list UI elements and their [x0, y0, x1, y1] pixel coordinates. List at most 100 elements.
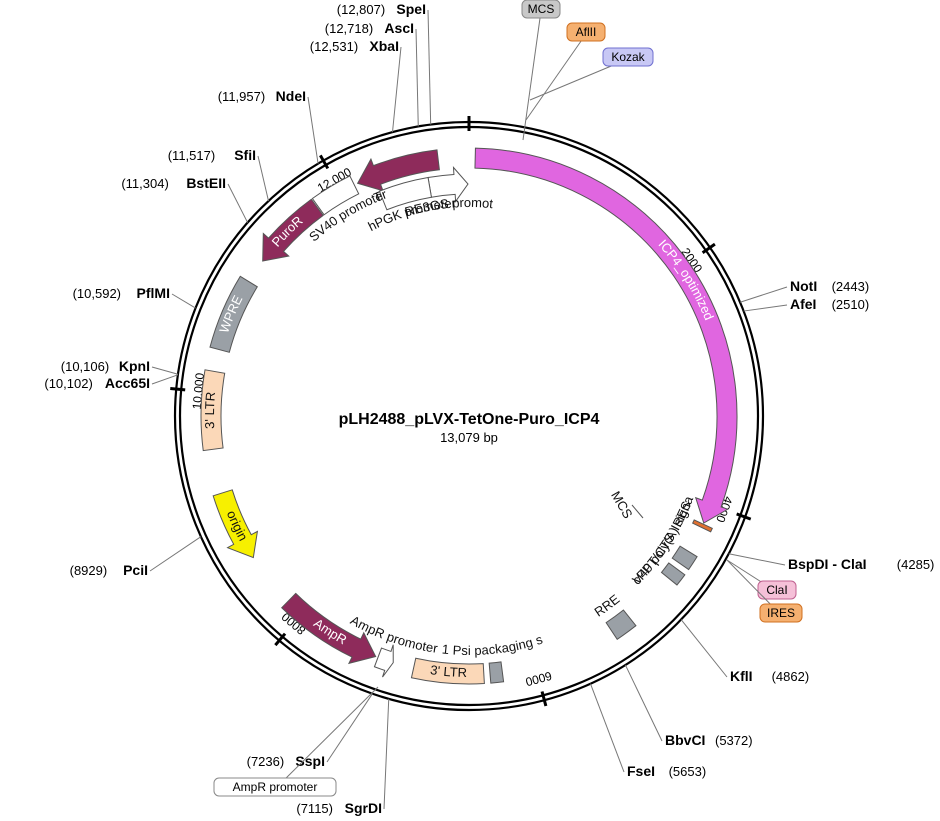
- site-name: NdeI: [276, 88, 306, 104]
- site-leader: [743, 304, 788, 312]
- site-position: (11,957): [218, 89, 265, 104]
- site-position: (12,718): [325, 21, 373, 36]
- bubble-box: [566, 22, 606, 42]
- site-leader: [151, 374, 179, 385]
- tick-mark: [319, 154, 330, 170]
- site-position: (10,102): [44, 376, 92, 391]
- feature-label-psi: HIV-1 Psi packaging signal: [0, 0, 545, 658]
- bubble-text: ClaI: [766, 583, 787, 597]
- map-center-title: pLH2488_pLVX-TetOne-Puro_ICP4 13,079 bp: [339, 411, 600, 445]
- site-name: AscI: [384, 20, 414, 36]
- site-name: KflI: [730, 668, 753, 684]
- site-position: (12,807): [337, 2, 385, 17]
- site-sfii: SfiI(11,517): [168, 147, 256, 163]
- tick-mark: [736, 512, 752, 521]
- site-pflmi: PflMI (10,592): [73, 285, 170, 301]
- site-name: BstEII: [186, 175, 226, 191]
- site-position: (8929): [70, 563, 108, 578]
- site-xbai: XbaI (12,531): [310, 38, 399, 54]
- site-bsteii: BstEII (11,304): [121, 175, 226, 191]
- site-position: (5372): [715, 733, 753, 748]
- feature-label-ltr3b: 3' LTR: [429, 663, 467, 681]
- site-leader: [739, 286, 788, 303]
- feature-label-ltr3a: 3' LTR: [202, 391, 218, 429]
- feature-label-text-psi: HIV-1 Psi packaging signal: [0, 0, 545, 658]
- inner-mcs-leader: [631, 504, 644, 519]
- feature-label-text-ires: IRES: [668, 499, 695, 533]
- site-bspdi-clai: BspDI - ClaI (4285): [788, 556, 934, 572]
- bubble-ires: IRES: [726, 559, 803, 623]
- site-leader: [391, 46, 402, 133]
- bubble-text: IRES: [767, 606, 795, 620]
- tick-mark: [701, 242, 716, 254]
- plasmid-size: 13,079 bp: [440, 430, 498, 445]
- plasmid-name: pLH2488_pLVX-TetOne-Puro_ICP4: [339, 411, 600, 428]
- site-name: XbaI: [369, 38, 399, 54]
- bubble-text: MCS: [528, 2, 555, 16]
- site-name: NotI: [790, 278, 817, 294]
- bubble-text: Kozak: [611, 50, 645, 64]
- site-position: (4285): [897, 557, 935, 572]
- feature-psi: [488, 661, 505, 684]
- feature-wpre: [209, 275, 259, 353]
- site-name: PflMI: [137, 285, 170, 301]
- bubble-clai: ClaI: [726, 559, 797, 600]
- feature-tetone: [356, 149, 440, 192]
- site-name: BspDI - ClaI: [788, 556, 867, 572]
- bubble-box: [757, 580, 797, 600]
- site-name: SpeI: [396, 1, 426, 17]
- feature-hpgk: [378, 176, 433, 211]
- site-sgrdi: SgrDI (7115): [296, 800, 382, 816]
- feature-ampr: [281, 592, 377, 665]
- bubble-box: [759, 603, 803, 623]
- site-leader: [227, 183, 249, 223]
- site-afei: AfeI(2510): [790, 296, 869, 312]
- bubble-kozak: Kozak: [529, 47, 654, 101]
- site-leader: [624, 664, 663, 742]
- feature-amprp: [373, 644, 394, 678]
- feature-ltr3b: [410, 657, 485, 685]
- site-leader: [427, 9, 432, 125]
- site-name: BbvCI: [665, 732, 705, 748]
- site-position: (12,531): [310, 39, 358, 54]
- site-name: PciI: [123, 562, 148, 578]
- feature-sv40pa: [671, 545, 698, 571]
- bubble-leader: [274, 686, 379, 790]
- site-position: (7236): [247, 754, 285, 769]
- bubble-mcs: MCS: [521, 0, 561, 141]
- feature-icp4: [474, 147, 738, 524]
- site-kfli: KflI (4862): [730, 668, 809, 684]
- bubble-leader: [525, 33, 587, 121]
- site-name: KpnI: [119, 358, 150, 374]
- feature-puror: [262, 198, 324, 262]
- bubble-leader: [522, 10, 542, 141]
- site-name: SgrDI: [345, 800, 382, 816]
- site-position: (11,517): [168, 148, 215, 163]
- feature-sv40p: [311, 175, 360, 216]
- site-name: Acc65I: [105, 375, 150, 391]
- site-leader: [151, 366, 179, 375]
- site-position: (10,106): [61, 359, 109, 374]
- feature-rre: [605, 609, 637, 641]
- feature-tre3gs: [427, 166, 469, 203]
- tick-mark: [170, 387, 186, 392]
- bubble-box: [602, 47, 654, 67]
- site-acc65i: Acc65I (10,102): [44, 375, 150, 391]
- site-leader: [728, 553, 786, 566]
- feature-ltr3a: [200, 369, 226, 452]
- site-name: AfeI: [790, 296, 816, 312]
- site-position: (7115): [296, 801, 333, 816]
- tick-mark: [274, 632, 287, 647]
- site-leader: [680, 619, 728, 678]
- feature-label-text-ltr3b: 3' LTR: [429, 663, 467, 681]
- site-ndei: NdeI (11,957): [218, 88, 306, 104]
- site-asci: AscI (12,718): [325, 20, 414, 36]
- site-position: (10,592): [73, 286, 121, 301]
- bubble-aflii: AflII: [525, 22, 606, 121]
- site-position: (11,304): [121, 176, 168, 191]
- site-position: (2443): [832, 279, 870, 294]
- site-position: (4862): [772, 669, 810, 684]
- site-spei: SpeI (12,807): [337, 1, 426, 17]
